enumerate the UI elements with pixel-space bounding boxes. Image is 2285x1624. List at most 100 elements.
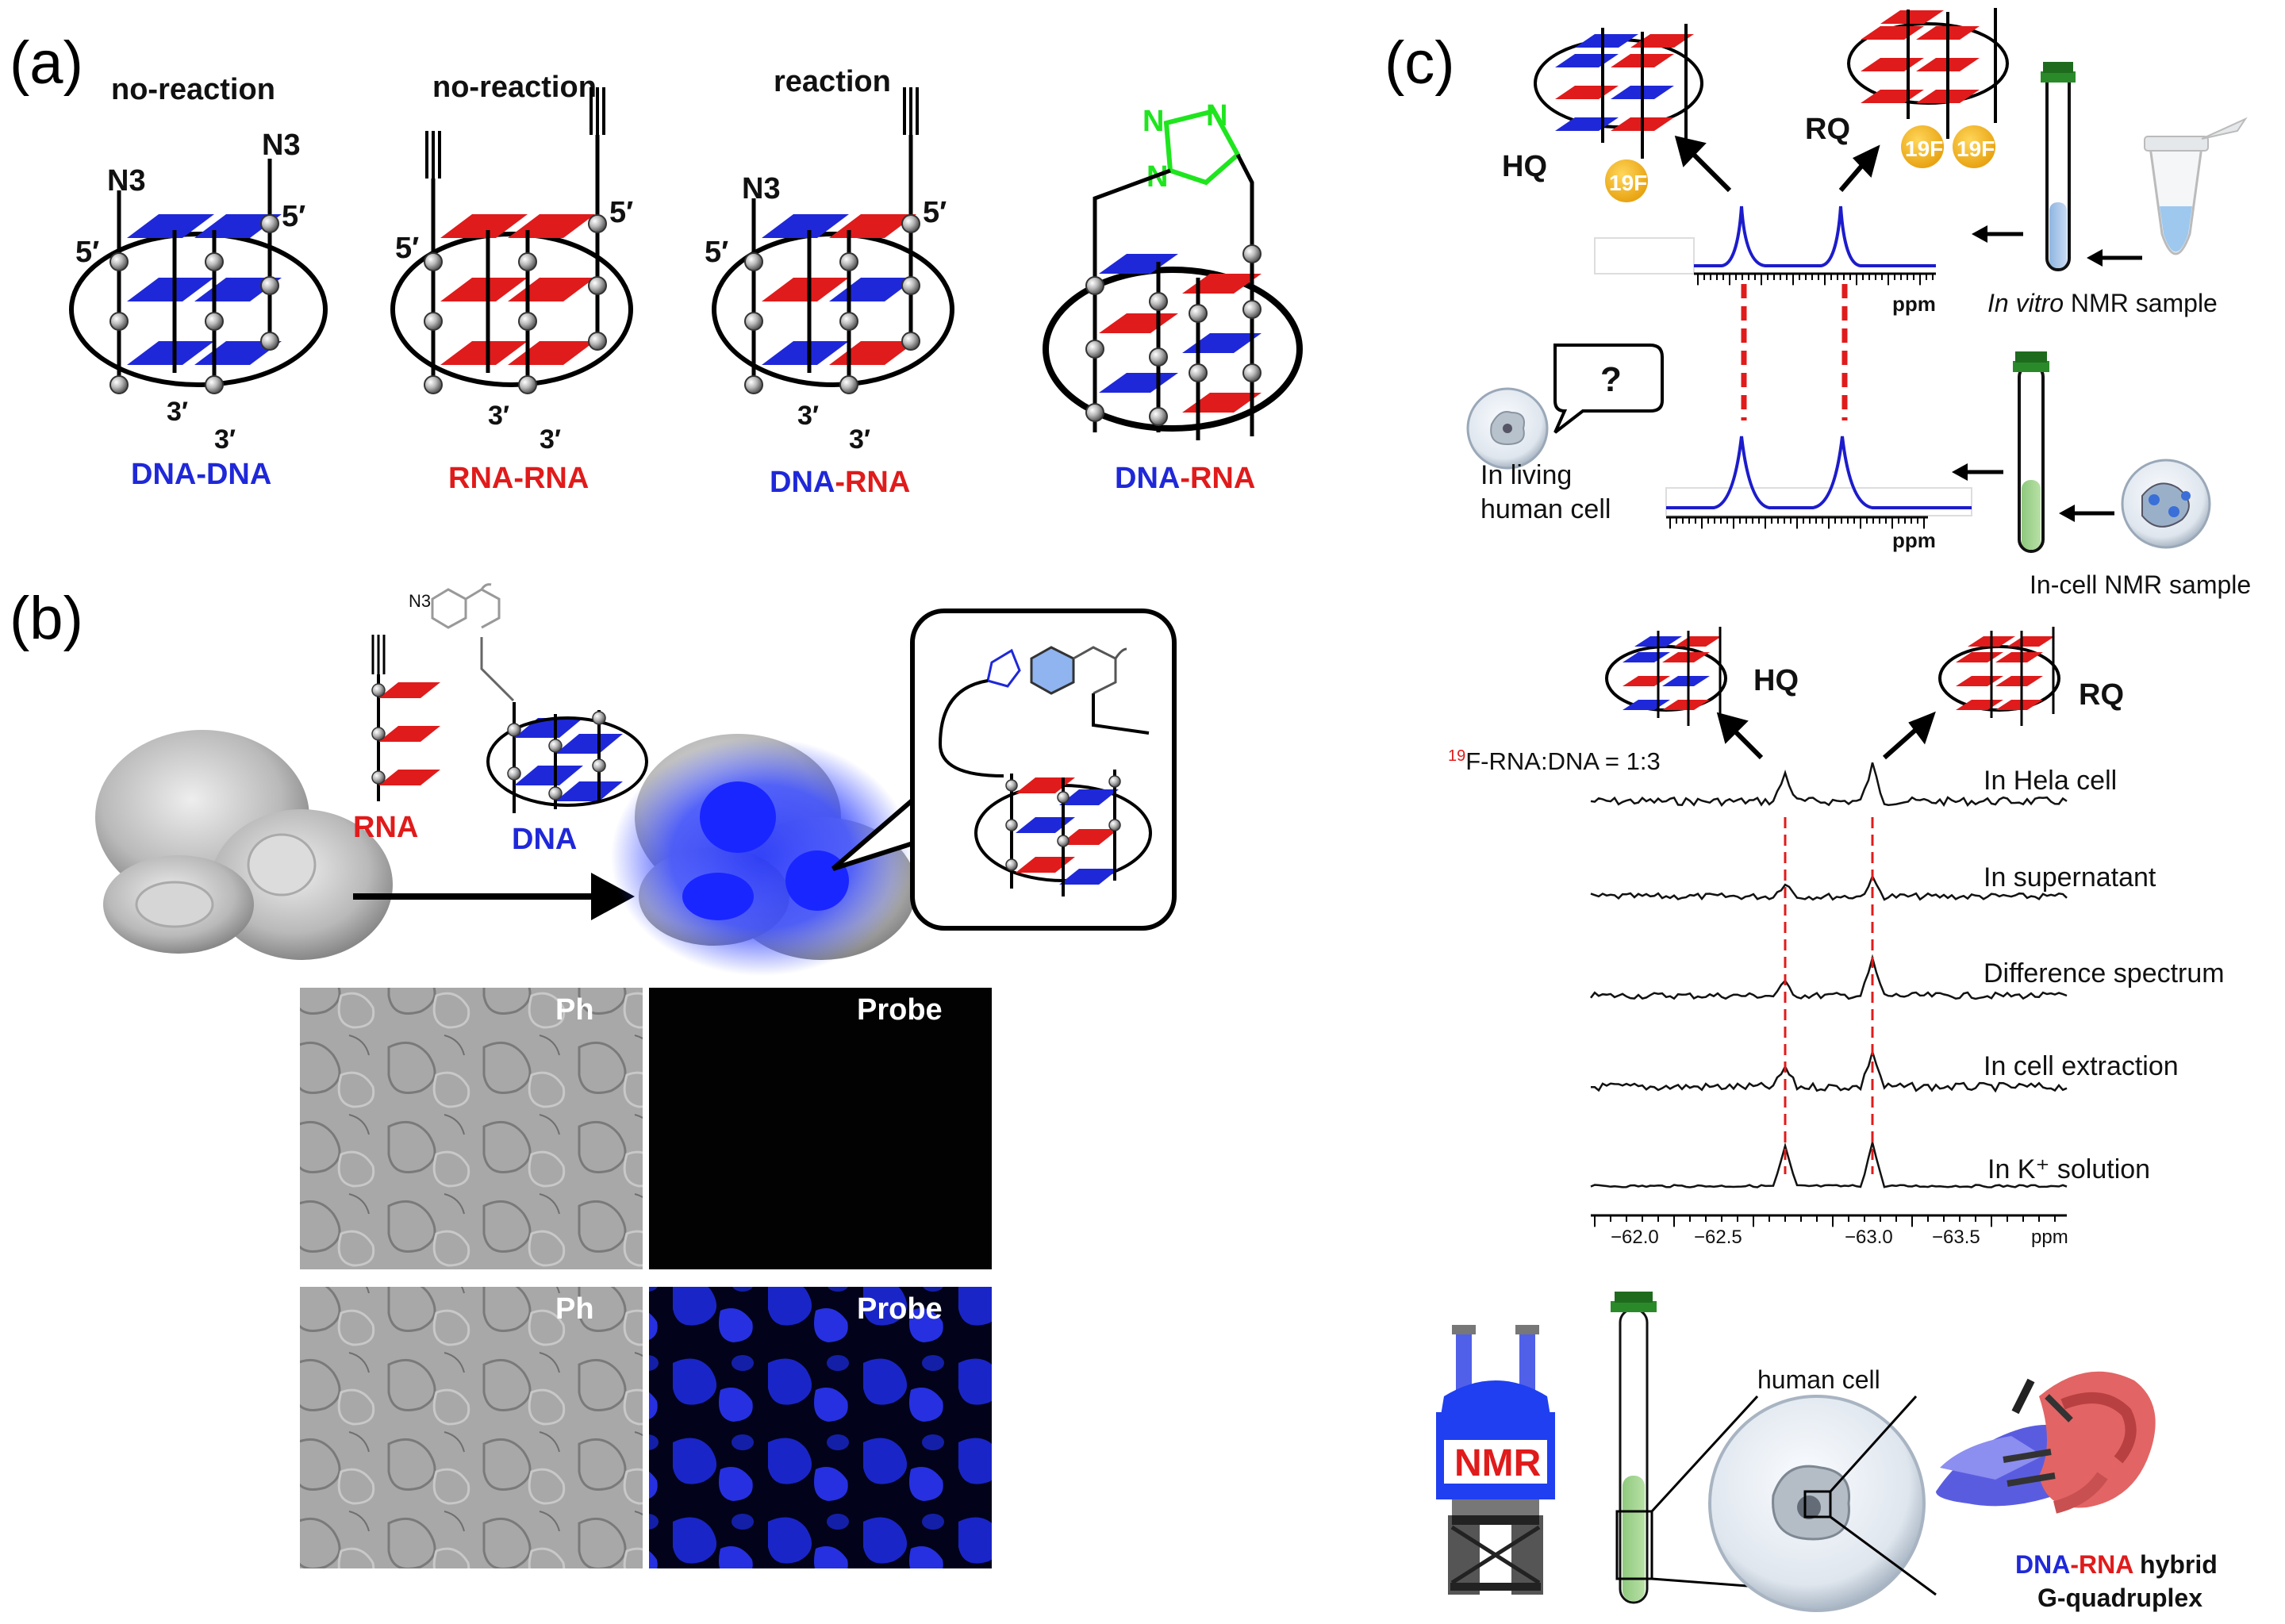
in-living-1: In living bbox=[1480, 460, 1572, 490]
f19-rq-1: 19F bbox=[1905, 136, 1943, 161]
spectrum-trace-1 bbox=[1590, 762, 2068, 808]
n3-left-3: N3 bbox=[742, 172, 781, 205]
five-prime-right-2: 5′ bbox=[609, 196, 633, 229]
in-living-2: human cell bbox=[1480, 494, 1611, 524]
human-cell-label: human cell bbox=[1757, 1365, 1880, 1394]
panel-label-b: (b) bbox=[10, 585, 83, 652]
cells-unlabeled bbox=[95, 730, 393, 960]
micrograph-probe-1 bbox=[649, 988, 992, 1269]
x-tick-1: −62.0 bbox=[1611, 1227, 1659, 1248]
rq-structure-top: RQ 19F 19F bbox=[1805, 8, 2009, 168]
x-tick-4: −63.5 bbox=[1932, 1227, 1980, 1248]
three-prime-right-2: 3′ bbox=[540, 424, 561, 455]
nmr-magnet: NMR bbox=[1436, 1325, 1555, 1595]
spectrum-label-4: In cell extraction bbox=[1984, 1051, 2179, 1081]
in-vitro-tube bbox=[2041, 62, 2076, 271]
micro-label-ph-1: Ph bbox=[555, 993, 594, 1027]
five-prime-left-3: 5′ bbox=[705, 236, 728, 269]
spectrum-label-1: In Hela cell bbox=[1984, 766, 2117, 796]
human-cell-dish bbox=[1708, 1395, 1926, 1612]
n3-right-1: N3 bbox=[262, 129, 301, 162]
cell-dish-right bbox=[2121, 459, 2211, 549]
caption-no-reaction-1: no-reaction bbox=[111, 73, 275, 106]
panel-c: HQ 19F RQ 19F 19F bbox=[1436, 8, 2251, 1612]
five-prime-left-2: 5′ bbox=[395, 232, 419, 265]
n3-left-1: N3 bbox=[107, 164, 146, 198]
living-cell-dish bbox=[1466, 387, 1549, 470]
hq-label-top: HQ bbox=[1502, 150, 1547, 183]
micro-label-probe-1: Probe bbox=[857, 993, 943, 1027]
spectrum-label-3: Difference spectrum bbox=[1984, 958, 2225, 989]
three-prime-left-2: 3′ bbox=[488, 401, 509, 431]
structure-dna-rna-reaction: reaction N3 5′ bbox=[705, 65, 954, 499]
rq-label-top: RQ bbox=[1805, 113, 1850, 146]
hq-structure-top: HQ 19F bbox=[1502, 24, 1703, 202]
spectrum-trace-4 bbox=[1591, 1048, 2068, 1093]
panel-label-c: (c) bbox=[1384, 29, 1455, 97]
question-mark: ? bbox=[1600, 360, 1622, 399]
speech-bubble bbox=[1553, 344, 1664, 434]
cells-labeled bbox=[611, 734, 916, 976]
five-prime-right-3: 5′ bbox=[923, 196, 947, 229]
fluorine-marker-rq-2 bbox=[1953, 125, 1995, 168]
micrograph-ph-1 bbox=[300, 988, 643, 1269]
three-prime-left-3: 3′ bbox=[797, 401, 819, 431]
spectrum-label-5: In K⁺ solution bbox=[1987, 1154, 2150, 1184]
callout-structure bbox=[938, 646, 1152, 896]
rna-probe: RNA bbox=[353, 635, 440, 844]
spectrum-labels: In Hela cell In supernatant Difference s… bbox=[1984, 766, 2225, 1184]
spectrum-label-2: In supernatant bbox=[1984, 862, 2156, 893]
hq-label-mid: HQ bbox=[1753, 664, 1799, 697]
eppendorf-tube bbox=[2144, 117, 2248, 255]
dna-probe: N3 DNA bbox=[409, 583, 648, 856]
ppm-top: ppm bbox=[1892, 292, 1936, 316]
x-tick-5: ppm bbox=[2031, 1227, 2068, 1248]
callout-box bbox=[910, 609, 1177, 931]
label-dna-dna: DNA-DNA bbox=[131, 458, 271, 491]
fluorine-marker-hq bbox=[1605, 159, 1648, 202]
nmr-tube-bottom bbox=[1611, 1292, 1657, 1604]
panel-label-a: (a) bbox=[10, 29, 83, 97]
structure-dna-rna-ligated: N N N bbox=[1043, 99, 1303, 495]
f19-rq-2: 19F bbox=[1957, 136, 1995, 161]
in-vitro-caption: In vitro NMR sample bbox=[1987, 289, 2218, 317]
x-tick-3: −63.0 bbox=[1845, 1227, 1893, 1248]
spectra-stack bbox=[1590, 762, 2068, 1188]
spectrum-in-vitro: ppm bbox=[1594, 205, 1936, 316]
micrograph-grid: Ph Probe Ph Probe bbox=[300, 988, 992, 1568]
triazole-n1: N bbox=[1142, 105, 1164, 138]
three-prime-left-1: 3′ bbox=[167, 397, 188, 427]
caption-reaction: reaction bbox=[774, 65, 891, 98]
micro-label-probe-2: Probe bbox=[857, 1292, 943, 1326]
in-cell-tube bbox=[2013, 351, 2049, 553]
panel-b: RNA N3 DNA bbox=[95, 583, 1177, 1568]
three-prime-right-3: 3′ bbox=[849, 424, 870, 455]
x-tick-2: −62.5 bbox=[1694, 1227, 1742, 1248]
micro-label-ph-2: Ph bbox=[555, 1292, 594, 1326]
hybrid-label-2: G-quadruplex bbox=[2037, 1584, 2202, 1612]
spectrum-in-cell: ppm bbox=[1665, 436, 1972, 552]
label-rna-rna: RNA-RNA bbox=[448, 462, 589, 495]
rq-label-mid: RQ bbox=[2079, 678, 2124, 712]
fluorine-marker-rq-1 bbox=[1901, 125, 1944, 168]
five-prime-left-1: 5′ bbox=[75, 236, 99, 269]
label-dna-rna-1: DNA-RNA bbox=[770, 466, 910, 499]
micrograph-probe-2 bbox=[649, 1287, 992, 1568]
structure-rna-rna: no-reaction 5′ bbox=[390, 71, 633, 495]
in-cell-caption: In-cell NMR sample bbox=[2030, 570, 2251, 599]
micrograph-ph-2 bbox=[300, 1287, 643, 1568]
dna-label: DNA bbox=[512, 823, 577, 856]
triazole-ring: N N N bbox=[1142, 99, 1241, 194]
azide-label: N3 bbox=[409, 591, 431, 611]
spectrum-trace-5 bbox=[1590, 1142, 2068, 1188]
hybrid-label-1: DNA-RNA hybrid bbox=[2015, 1550, 2218, 1579]
rq-structure-mid: RQ bbox=[1938, 627, 2124, 726]
structure-dna-dna: no-reaction N3 N3 5′ 5′ 3′ bbox=[69, 73, 328, 491]
f19-hq: 19F bbox=[1609, 171, 1647, 195]
label-dna-rna-2: DNA-RNA bbox=[1115, 462, 1255, 495]
ppm-mid: ppm bbox=[1892, 528, 1936, 552]
panel-a: no-reaction N3 N3 5′ 5′ 3′ bbox=[69, 65, 1303, 499]
ratio-label: 19F-RNA:DNA = 1:3 bbox=[1448, 747, 1661, 775]
three-prime-right-1: 3′ bbox=[214, 424, 236, 455]
